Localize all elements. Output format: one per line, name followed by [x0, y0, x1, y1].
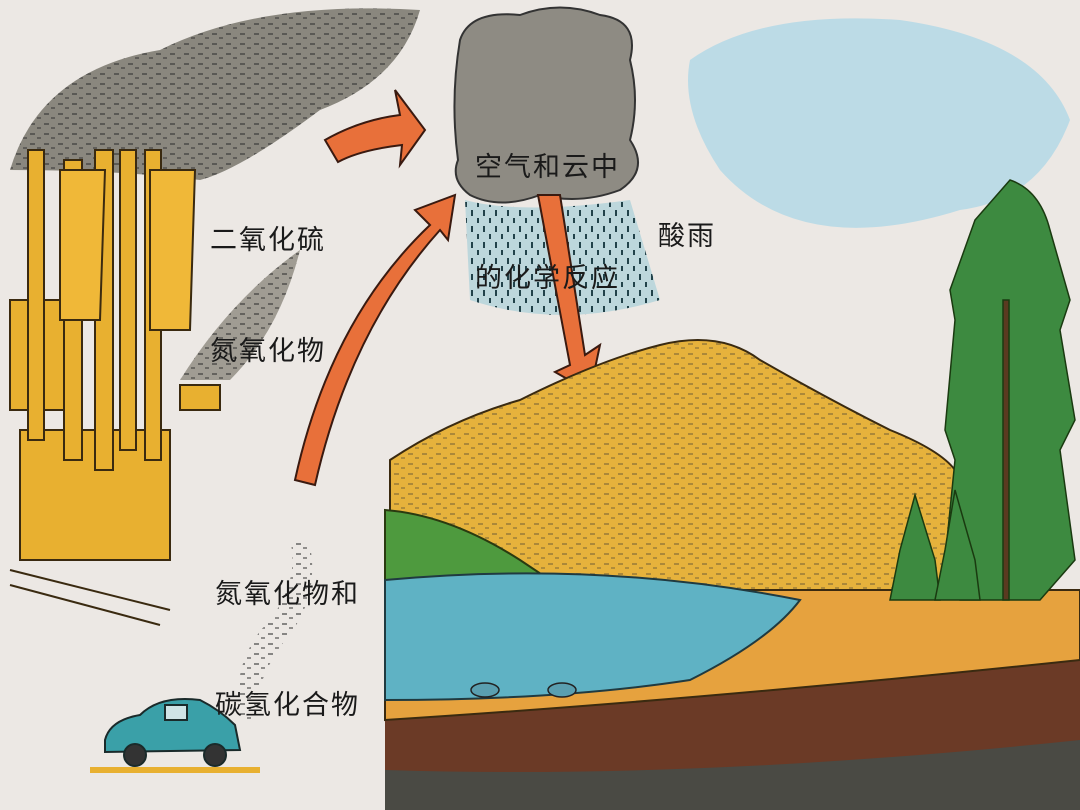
label-acid-rain: 酸雨 — [658, 221, 716, 252]
trees — [889, 179, 1076, 601]
cloud — [453, 6, 639, 204]
arrow-car-to-cloud — [293, 193, 457, 487]
bedrock — [385, 650, 1080, 772]
car-exhaust — [238, 540, 313, 720]
label-cloud-reaction: 空气和云中 的化学反应 — [475, 152, 620, 294]
lake — [384, 572, 802, 702]
car — [90, 698, 260, 773]
sky — [688, 18, 1070, 228]
factory — [9, 149, 221, 626]
label-car-emissions: 氮氧化物和 碳氢化合物 — [215, 579, 360, 721]
fish — [470, 682, 577, 698]
arrow-factory-to-cloud — [323, 89, 427, 169]
factory-smoke — [10, 8, 420, 380]
label-factory-emissions: 二氧化硫 氮氧化物 — [210, 225, 326, 367]
arrows — [293, 89, 602, 487]
